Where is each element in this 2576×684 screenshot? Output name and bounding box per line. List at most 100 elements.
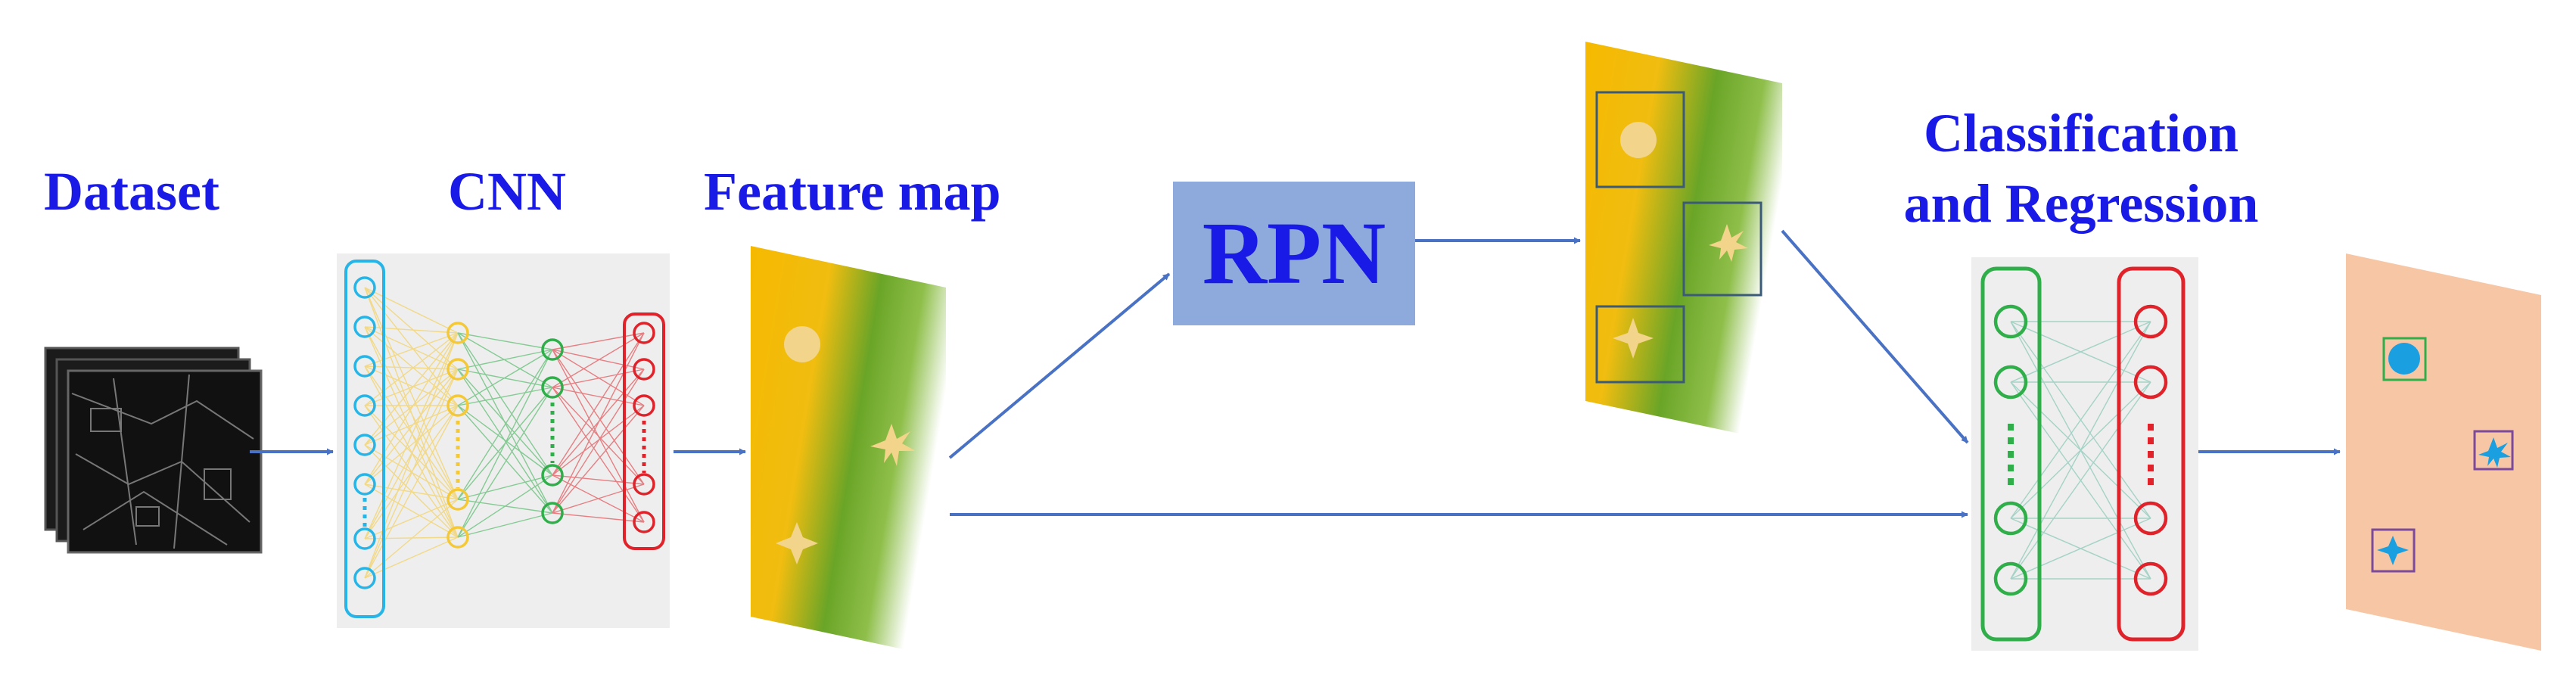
connection-line bbox=[364, 368, 459, 485]
neuron-node bbox=[2133, 304, 2168, 339]
connection-line bbox=[457, 405, 553, 514]
classification-label-line1: Classification bbox=[1923, 103, 2238, 163]
neuron-node bbox=[2133, 561, 2168, 596]
neuron-node bbox=[446, 488, 469, 511]
connection-line bbox=[364, 483, 459, 538]
output-map bbox=[2346, 253, 2541, 651]
feature-map-label: Feature map bbox=[704, 161, 1001, 222]
neuron-node bbox=[1993, 304, 2028, 339]
neuron-node bbox=[1993, 501, 2028, 536]
connection-line bbox=[552, 368, 645, 514]
dataset-label: Dataset bbox=[44, 161, 219, 222]
proposal-box bbox=[1595, 305, 1685, 384]
connection-line bbox=[552, 405, 645, 514]
connection-line bbox=[2010, 381, 2151, 580]
connection-line bbox=[552, 332, 645, 388]
connection-line bbox=[457, 332, 553, 388]
six-point-star-marker bbox=[870, 424, 916, 466]
connection-line bbox=[364, 368, 459, 539]
neuron-node bbox=[633, 394, 655, 417]
classifier-red-layer bbox=[2117, 266, 2186, 642]
circle-marker bbox=[2388, 343, 2420, 375]
neuron-node bbox=[1993, 561, 2028, 596]
classifier-connections bbox=[2010, 321, 2151, 580]
connection-line bbox=[457, 349, 553, 370]
rpn-label: RPN bbox=[1202, 204, 1386, 303]
classification-label-line2: and Regression bbox=[1903, 173, 2259, 234]
connection-line bbox=[364, 368, 459, 579]
proposal-box bbox=[1595, 91, 1685, 188]
cnn-nodes bbox=[353, 276, 655, 589]
connection-line bbox=[364, 287, 459, 406]
classifier-green-layer bbox=[1980, 266, 2042, 642]
neuron-node bbox=[353, 394, 376, 417]
connection-line bbox=[552, 332, 645, 476]
neuron-node bbox=[2133, 501, 2168, 536]
connection-line bbox=[364, 365, 459, 538]
connection-line bbox=[457, 368, 553, 514]
connection-line bbox=[364, 332, 459, 406]
connection-line bbox=[364, 326, 459, 334]
cnn-connections bbox=[364, 287, 645, 579]
neuron-node bbox=[353, 527, 376, 550]
neuron-node bbox=[1993, 365, 2028, 400]
six-point-star-marker bbox=[1709, 224, 1748, 262]
four-point-star-marker bbox=[2377, 536, 2409, 565]
output-box bbox=[2473, 430, 2514, 471]
neuron-node bbox=[633, 473, 655, 496]
flow-arrows bbox=[250, 229, 2341, 518]
connection-line bbox=[457, 349, 553, 500]
connection-line bbox=[457, 387, 553, 406]
connection-line bbox=[364, 536, 459, 579]
neuron-node bbox=[353, 276, 376, 299]
connection-line bbox=[364, 365, 459, 370]
connection-line bbox=[2010, 321, 2151, 519]
connection-line bbox=[364, 326, 459, 406]
connection-line bbox=[2010, 321, 2151, 580]
neuron-node bbox=[541, 376, 564, 399]
classifier-network bbox=[1971, 257, 2198, 651]
connection-line bbox=[552, 349, 645, 370]
connection-line bbox=[364, 405, 459, 485]
connection-line bbox=[552, 512, 645, 523]
neuron-node bbox=[446, 394, 469, 417]
connection-line bbox=[364, 405, 459, 539]
output-box bbox=[2371, 528, 2416, 573]
connection-line bbox=[457, 474, 553, 538]
connection-line bbox=[552, 387, 645, 523]
neuron-node bbox=[633, 322, 655, 344]
connection-line bbox=[364, 287, 459, 500]
connection-line bbox=[364, 499, 459, 539]
connection-line bbox=[364, 332, 459, 579]
arrow-proposals-to-classifier bbox=[1781, 229, 1969, 444]
circle-marker bbox=[1620, 122, 1657, 158]
neuron-node bbox=[541, 464, 564, 487]
connection-line bbox=[552, 483, 645, 514]
neuron-node bbox=[353, 473, 376, 496]
connection-line bbox=[364, 287, 459, 334]
connection-line bbox=[457, 368, 553, 476]
classifier-nodes bbox=[1993, 304, 2168, 596]
neuron-node bbox=[446, 358, 469, 381]
connection-line bbox=[457, 405, 553, 476]
neuron-node bbox=[353, 434, 376, 456]
feature-map bbox=[751, 246, 946, 658]
connection-line bbox=[552, 368, 645, 388]
connection-line bbox=[364, 326, 459, 370]
connection-line bbox=[457, 474, 553, 500]
connection-line bbox=[364, 332, 459, 539]
connection-line bbox=[552, 387, 645, 485]
connection-line bbox=[364, 405, 459, 446]
dataset-image-stack bbox=[44, 347, 263, 554]
connection-line bbox=[364, 365, 459, 500]
four-point-star-marker bbox=[1613, 318, 1654, 359]
connection-line bbox=[364, 405, 459, 500]
connection-line bbox=[457, 349, 553, 406]
connection-line bbox=[552, 387, 645, 406]
connection-line bbox=[2010, 321, 2151, 383]
neuron-node bbox=[633, 511, 655, 533]
connection-line bbox=[552, 332, 645, 350]
connection-line bbox=[457, 332, 553, 350]
output-box bbox=[2382, 337, 2427, 381]
